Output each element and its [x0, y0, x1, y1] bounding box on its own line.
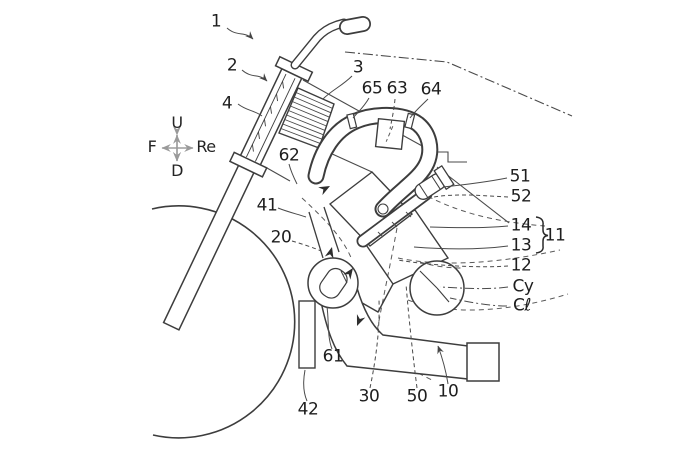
cylinder-bore	[409, 260, 465, 316]
label-4: 4	[221, 93, 233, 114]
label-14: 14	[510, 215, 532, 236]
label-30: 30	[358, 386, 380, 407]
leader-64	[409, 98, 429, 119]
sensor-tab-64	[404, 112, 416, 130]
cylinder-axis-line2	[436, 287, 450, 303]
exhaust-pipe	[319, 287, 500, 382]
flange-to-duct-line	[266, 167, 291, 182]
compass-front-label: F	[147, 137, 157, 156]
pump-housing	[307, 257, 359, 309]
front-fork-tube	[162, 159, 258, 331]
radiator-element	[298, 300, 316, 369]
leader-50	[405, 283, 418, 389]
label-2: 2	[226, 55, 238, 76]
leader-51	[442, 177, 508, 188]
steering-head-assembly	[162, 55, 314, 331]
label-62: 62	[278, 145, 300, 166]
label-65: 65	[361, 78, 383, 99]
leader-61	[326, 306, 333, 350]
leader-62	[288, 163, 298, 185]
label-cl: Cℓ	[513, 295, 531, 316]
compass-rear-label: Re	[196, 137, 216, 156]
sensor-tab-65	[346, 112, 358, 130]
leader-4	[237, 103, 263, 117]
label-1: 1	[210, 11, 222, 32]
label-42: 42	[297, 399, 319, 420]
leader-30	[369, 299, 380, 389]
leader-63	[389, 98, 396, 130]
label-50: 50	[406, 386, 428, 407]
leader-cy	[439, 286, 509, 290]
label-63: 63	[386, 78, 408, 99]
leader-lines	[226, 27, 509, 402]
leader-cl	[449, 297, 508, 307]
frame-downtube	[308, 206, 340, 259]
leader-1	[226, 27, 254, 40]
phantom-centerline	[344, 51, 573, 117]
label-20: 20	[270, 227, 292, 248]
sensor-box	[374, 117, 406, 151]
duct-outlet-end	[377, 203, 389, 215]
frame-gusset-hatched	[278, 87, 335, 149]
leader-42	[303, 369, 308, 402]
handlebar	[290, 16, 371, 70]
label-61: 61	[322, 346, 344, 367]
leader-65	[352, 97, 370, 119]
intake-duct	[307, 106, 439, 218]
label-51: 51	[509, 166, 531, 187]
label-10: 10	[437, 381, 459, 402]
orientation-compass	[161, 126, 194, 162]
intake-pipe	[356, 187, 433, 248]
fuel-injector	[414, 164, 455, 200]
steering-stem	[245, 73, 296, 162]
label-11: 11	[544, 225, 566, 246]
leader-2	[241, 69, 268, 82]
leader-3	[322, 75, 353, 100]
leader-12	[397, 259, 509, 268]
flow-arrows	[318, 186, 366, 326]
leader-20	[291, 240, 322, 252]
label-12: 12	[510, 255, 532, 276]
pipe-end-cap	[466, 342, 500, 382]
leader-41	[277, 207, 307, 218]
label-52: 52	[510, 186, 532, 207]
lower-flange	[228, 151, 268, 178]
label-13: 13	[510, 235, 532, 256]
cylinder-axis-line	[419, 270, 438, 289]
label-cy: Cy	[512, 276, 534, 297]
compass-down-label: D	[171, 161, 183, 180]
leader-52	[433, 194, 509, 198]
label-11-brace	[535, 216, 549, 254]
leader-10	[437, 345, 449, 385]
leader-13	[413, 245, 509, 250]
intake-boot-block	[328, 171, 414, 247]
label-64: 64	[420, 79, 442, 100]
label-41: 41	[256, 195, 278, 216]
leader-14	[429, 225, 509, 229]
label-3: 3	[352, 57, 364, 78]
compass-up-label: U	[171, 113, 183, 132]
front-wheel-outline	[151, 205, 296, 439]
frame-step-bracket	[433, 151, 467, 163]
